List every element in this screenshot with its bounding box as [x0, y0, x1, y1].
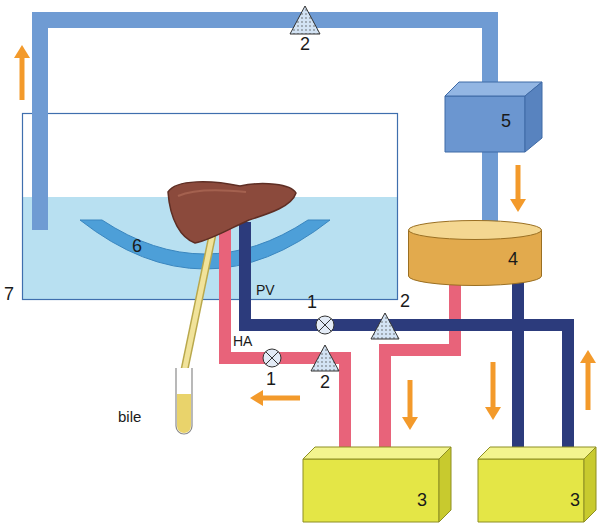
reservoir-box: 3 [303, 447, 451, 522]
device-box-outline [445, 82, 542, 152]
device-box: 5 [445, 82, 542, 152]
oxygenator-cylinder-outline [408, 220, 542, 286]
callout-number: 3 [570, 491, 580, 509]
bath-water [22, 197, 398, 300]
flow-arrowhead [250, 390, 263, 406]
tube-connector [490, 150, 526, 226]
tube [482, 150, 498, 226]
callout-number: 5 [501, 112, 511, 130]
callout-number: 7 [4, 285, 14, 303]
callout-number: 6 [132, 237, 142, 255]
flow-arrow [491, 362, 496, 407]
flow-arrowhead [485, 407, 501, 420]
liver [168, 182, 296, 243]
flow-arrowhead [580, 350, 596, 363]
organ-platform-outline [80, 218, 330, 270]
callout-number: 2 [320, 374, 330, 391]
tube-connector [385, 280, 455, 451]
sample-label: bile [118, 408, 141, 425]
tube [512, 280, 524, 451]
liver-shading [178, 190, 246, 196]
callout-number: 1 [307, 294, 317, 311]
flow-arrow [516, 165, 521, 199]
callout-number: 2 [300, 36, 310, 53]
reservoir-box-outline [478, 447, 596, 522]
oxygenator-cylinder: 4 [408, 220, 542, 286]
valve-symbol [316, 316, 334, 334]
callout-number: 2 [400, 293, 410, 310]
outflow-pipe [32, 113, 48, 230]
pump-symbol [371, 313, 399, 339]
pump-symbol [311, 345, 339, 371]
test-tube [176, 368, 192, 434]
callout-number: 1 [266, 371, 276, 388]
callout-number: 3 [417, 491, 427, 509]
flow-arrowhead [402, 417, 418, 430]
reservoir-box: 3 [478, 447, 596, 522]
tube-connector [485, 280, 518, 451]
flow-arrow [408, 380, 413, 417]
tube [385, 280, 455, 451]
flow-arrow [586, 363, 591, 410]
tube [40, 20, 490, 113]
callout-number: 4 [508, 250, 518, 268]
flow-arrow [263, 396, 300, 401]
flow-arrowhead [510, 199, 526, 212]
organ-platform: 6 [80, 218, 330, 270]
valve-symbol [263, 349, 281, 367]
tube [245, 300, 568, 451]
flow-arrowhead [14, 45, 30, 58]
perfusion-bath: 76 [22, 113, 398, 300]
reservoir-box-outline [303, 447, 451, 522]
pump-symbol [290, 6, 320, 34]
vessel-label: HA [233, 333, 252, 350]
tube-connector [245, 300, 596, 451]
flow-arrow [20, 58, 25, 100]
bile-sample [177, 394, 191, 433]
bath-outline [23, 114, 398, 300]
vessel-label: PV [256, 282, 275, 299]
tube-connector [14, 20, 490, 113]
